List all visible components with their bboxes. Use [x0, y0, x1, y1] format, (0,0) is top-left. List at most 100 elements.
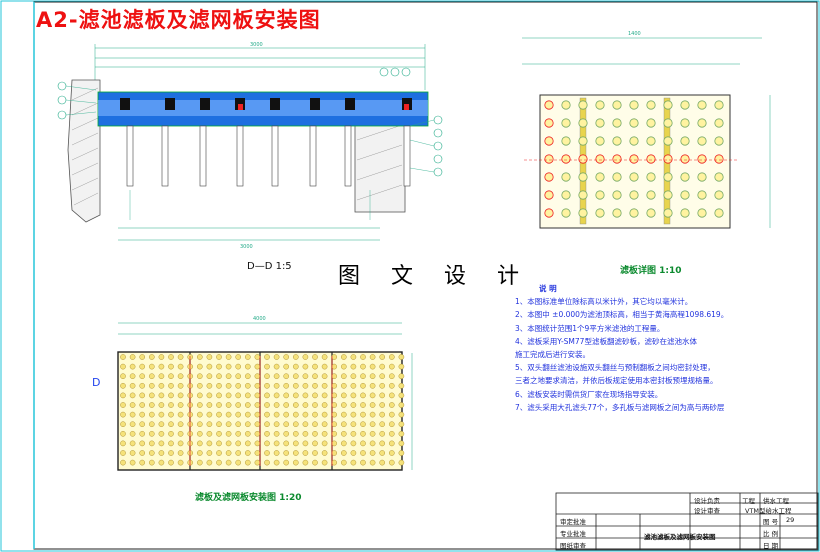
section-dd-caption: D—D 1:5	[247, 261, 292, 272]
plate-nozzle	[225, 363, 232, 370]
plate-nozzle	[398, 373, 405, 380]
plate-nozzle	[302, 392, 309, 399]
nozzle-hole	[544, 172, 554, 182]
plate-nozzle	[158, 430, 165, 437]
design-notes: 说 明 1、本图标准单位除标高以米计外，其它均以毫米计。 2、本图中 ±0.00…	[515, 282, 780, 414]
plate-nozzle	[292, 459, 299, 466]
section-marker: D	[92, 376, 101, 389]
svg-text:1400: 1400	[628, 31, 641, 37]
plate-nozzle	[206, 382, 213, 389]
plate-nozzle	[321, 363, 328, 370]
plate-nozzle	[379, 392, 386, 399]
tb-date-label: 日 期	[763, 542, 779, 550]
plate-nozzle	[148, 440, 155, 447]
nozzle-hole	[680, 136, 690, 146]
nozzle-hole	[697, 172, 707, 182]
plate-nozzle	[129, 411, 136, 418]
plate-nozzle	[244, 430, 251, 437]
nozzle-hole	[697, 136, 707, 146]
plate-nozzle	[244, 363, 251, 370]
note-item: 6、滤板安装时需供货厂家在现场指导安装。	[515, 389, 663, 399]
plate-nozzle	[177, 450, 184, 456]
nozzle-hole	[697, 118, 707, 128]
nozzle-hole	[697, 100, 707, 110]
plate-nozzle	[120, 450, 126, 456]
plate-nozzle	[235, 373, 241, 380]
plate-nozzle	[398, 440, 405, 447]
plate-nozzle	[216, 421, 222, 428]
plate-nozzle	[379, 421, 386, 428]
plate-nozzle	[369, 411, 376, 418]
plate-nozzle	[177, 392, 184, 399]
nozzle-hole	[629, 208, 639, 218]
plate-nozzle	[139, 450, 145, 456]
nozzle-hole	[646, 100, 656, 110]
plate-nozzle	[196, 450, 203, 456]
plate-nozzle	[254, 402, 261, 408]
plate-nozzle	[158, 382, 165, 389]
plate-nozzle	[388, 421, 395, 428]
plate-nozzle	[398, 382, 405, 389]
plate-nozzle	[283, 440, 290, 447]
plate-nozzle	[340, 440, 347, 447]
plate-nozzle	[216, 354, 222, 360]
plate-nozzle	[120, 421, 126, 428]
nozzle-hole	[612, 118, 622, 128]
plate-nozzle	[340, 450, 347, 456]
plate-nozzle	[283, 363, 290, 370]
plate-nozzle	[177, 373, 184, 380]
nozzle-hole	[680, 154, 690, 164]
plate-nozzle	[283, 373, 290, 380]
plate-nozzle	[321, 411, 328, 418]
plate-nozzle	[273, 382, 280, 389]
plate-nozzle	[216, 382, 222, 389]
plate-nozzle	[254, 411, 261, 418]
tb-project-value: 供水工程	[763, 497, 789, 505]
nozzle-hole	[578, 100, 588, 110]
plate-nozzle	[398, 363, 405, 370]
plate-nozzle	[369, 440, 376, 447]
plate-nozzle	[369, 430, 376, 437]
plate-nozzle	[350, 421, 357, 428]
nozzle-hole	[629, 190, 639, 200]
plate-nozzle	[379, 363, 386, 370]
plate-nozzle	[148, 450, 155, 456]
plate-nozzle	[129, 363, 136, 370]
plate-nozzle	[235, 382, 241, 389]
plate-nozzle	[312, 363, 318, 370]
nozzle-hole	[680, 172, 690, 182]
plate-nozzle	[225, 373, 232, 380]
plate-nozzle	[254, 363, 261, 370]
plate-nozzle	[158, 459, 165, 466]
plate-nozzle	[388, 402, 395, 408]
plate-nozzle	[292, 392, 299, 399]
nozzle-hole	[561, 118, 571, 128]
plate-nozzle	[216, 430, 222, 437]
plate-nozzle	[292, 373, 299, 380]
plate-nozzle	[388, 373, 395, 380]
plate-nozzle	[158, 440, 165, 447]
plate-nozzle	[350, 402, 357, 408]
notes-heading: 说 明	[539, 284, 557, 293]
nozzle-hole	[612, 154, 622, 164]
plate-nozzle	[196, 411, 203, 418]
plate-nozzle	[331, 459, 338, 466]
plate-nozzle	[350, 373, 357, 380]
plate-nozzle	[388, 392, 395, 399]
plate-nozzle	[273, 363, 280, 370]
plate-nozzle	[321, 382, 328, 389]
plate-nozzle	[273, 392, 280, 399]
plate-nozzle	[235, 363, 241, 370]
plate-nozzle	[129, 354, 136, 360]
nozzle-hole	[544, 208, 554, 218]
plate-nozzle	[398, 459, 405, 466]
plate-nozzle	[196, 459, 203, 466]
plate-nozzle	[331, 440, 338, 447]
plate-nozzle	[312, 421, 318, 428]
plate-nozzle	[216, 440, 222, 447]
plate-nozzle	[264, 411, 270, 418]
note-item: 1、本图标准单位除标高以米计外，其它均以毫米计。	[515, 297, 693, 307]
plate-nozzle	[129, 421, 136, 428]
plate-nozzle	[120, 373, 126, 380]
note-item: 7、滤头采用大孔滤头77个，多孔板与滤网板之间为高与两砂层	[515, 402, 725, 412]
